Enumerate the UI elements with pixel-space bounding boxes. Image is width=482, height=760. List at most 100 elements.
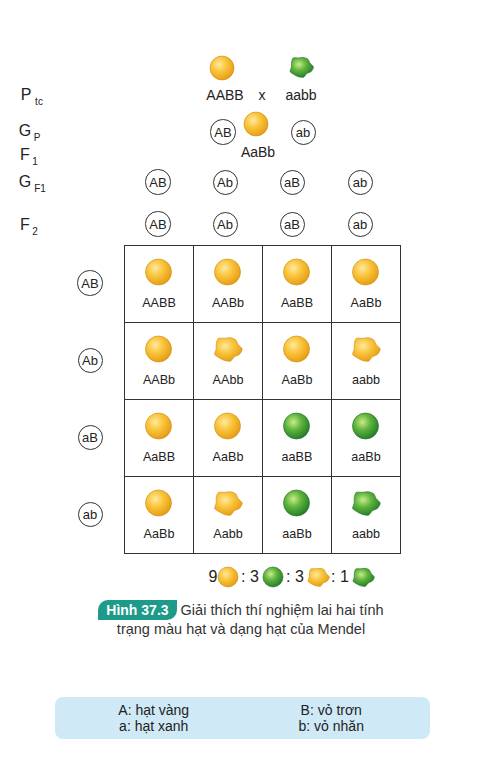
node-text: AaBb	[125, 527, 193, 541]
punnett-cell: aabb	[331, 476, 401, 554]
gamete-circle: Ab	[78, 348, 103, 373]
node-text: AABb	[194, 296, 262, 310]
smooth-pea	[244, 112, 268, 136]
gamete-circle: aB	[78, 425, 103, 450]
node-text: aabb	[332, 527, 400, 541]
diagram-label: F	[20, 216, 30, 234]
pea-body	[353, 492, 381, 516]
pea-body	[353, 413, 379, 439]
node-text: aaBb	[332, 450, 400, 464]
gamete-circle: ab	[348, 212, 373, 237]
diagram-label: F	[20, 146, 30, 164]
node-text: AAbb	[194, 373, 262, 387]
diagram-label: : 3	[286, 568, 304, 586]
punnett-cell: aabb	[331, 322, 401, 400]
node-text: AABB	[125, 296, 193, 310]
pea-body	[146, 259, 172, 285]
diagram-label: G	[19, 122, 31, 140]
smooth-pea	[284, 413, 310, 439]
smooth-pea	[146, 259, 172, 285]
node-text: Hình 37.3	[106, 602, 168, 618]
diagram-label: F1	[34, 183, 46, 194]
diagram-label: G	[19, 173, 31, 191]
wrinkled-pea	[353, 338, 381, 362]
diagram-label: : 3	[241, 568, 259, 586]
diagram-label: aabb	[285, 87, 316, 103]
node-text: ab	[353, 175, 367, 190]
pea-body	[290, 57, 313, 77]
smooth-pea	[284, 490, 310, 516]
smooth-pea	[353, 259, 379, 285]
node-text: aaBB	[263, 450, 331, 464]
node-text: ab	[296, 125, 310, 140]
diagram-label: AABB	[206, 87, 243, 103]
smooth-pea	[353, 413, 379, 439]
node-text: AaBb	[194, 450, 262, 464]
node-text: ab	[353, 217, 367, 232]
legend-text: a: hạt xanh	[75, 718, 233, 734]
node-text: ab	[83, 507, 97, 522]
wrinkled-pea	[353, 492, 381, 516]
diagram-label: 1	[32, 156, 38, 167]
diagram-label: 2	[32, 226, 38, 237]
gamete-circle: AB	[77, 270, 102, 295]
smooth-pea	[146, 413, 172, 439]
caption-block: Hình 37.3Giải thích thí nghiệm lai hai t…	[0, 600, 482, 639]
pea-body	[244, 112, 268, 136]
pea-body	[284, 413, 310, 439]
punnett-cell: AaBb	[193, 399, 263, 477]
wrinkled-pea	[290, 57, 313, 77]
node-text: AB	[214, 125, 231, 140]
gamete-circle: Ab	[213, 212, 238, 237]
smooth-pea	[284, 259, 310, 285]
node-text: aB	[284, 175, 300, 190]
pea-body	[353, 259, 379, 285]
node-text: Aabb	[194, 527, 262, 541]
gamete-circle: AB	[145, 169, 170, 194]
node-text: AaBB	[263, 296, 331, 310]
diagram-label: tc	[35, 96, 43, 107]
smooth-pea	[146, 490, 172, 516]
node-text: AaBB	[125, 450, 193, 464]
node-text: AaBb	[332, 296, 400, 310]
caption-inner: Hình 37.3Giải thích thí nghiệm lai hai t…	[91, 600, 391, 639]
punnett-cell: AABB	[124, 245, 194, 323]
node-text: AB	[81, 276, 98, 291]
punnett-cell: AaBb	[124, 476, 194, 554]
punnett-cell: AaBB	[262, 245, 332, 323]
diagram-label: : 1	[331, 568, 349, 586]
pea-body	[353, 338, 381, 362]
gamete-circle: ab	[78, 502, 103, 527]
pea-body	[308, 568, 329, 586]
pea-body	[284, 259, 310, 285]
smooth-pea	[263, 567, 283, 587]
legend-text: B: vỏ trơn	[253, 702, 411, 718]
gamete-circle: Ab	[213, 170, 238, 195]
wrinkled-pea	[215, 492, 243, 516]
node-text: aaBb	[263, 527, 331, 541]
node-text: AB	[149, 175, 166, 190]
smooth-pea	[146, 336, 172, 362]
punnett-cell: AaBB	[124, 399, 194, 477]
legend-panel: A: hạt vàngB: vỏ trơna: hạt xanhb: vỏ nh…	[55, 697, 430, 739]
punnett-cell: AaBb	[262, 322, 332, 400]
diagram-label: 9	[209, 568, 218, 586]
diagram-label: AaBb	[241, 144, 275, 160]
pea-body	[353, 568, 374, 586]
pea-body	[215, 492, 243, 516]
pea-body	[146, 413, 172, 439]
pea-body	[215, 259, 241, 285]
pea-body	[284, 336, 310, 362]
legend-text: b: vỏ nhăn	[253, 718, 411, 734]
gamete-circle: aB	[280, 170, 305, 195]
node-text: Ab	[217, 217, 233, 232]
smooth-pea	[215, 413, 241, 439]
gamete-circle: AB	[145, 211, 170, 236]
punnett-cell: AaBb	[331, 245, 401, 323]
gamete-circle: ab	[348, 170, 373, 195]
punnett-cell: AAbb	[193, 322, 263, 400]
wrinkled-pea	[353, 568, 374, 586]
pea-body	[210, 56, 234, 80]
pea-body	[146, 490, 172, 516]
node-text: Ab	[82, 353, 98, 368]
